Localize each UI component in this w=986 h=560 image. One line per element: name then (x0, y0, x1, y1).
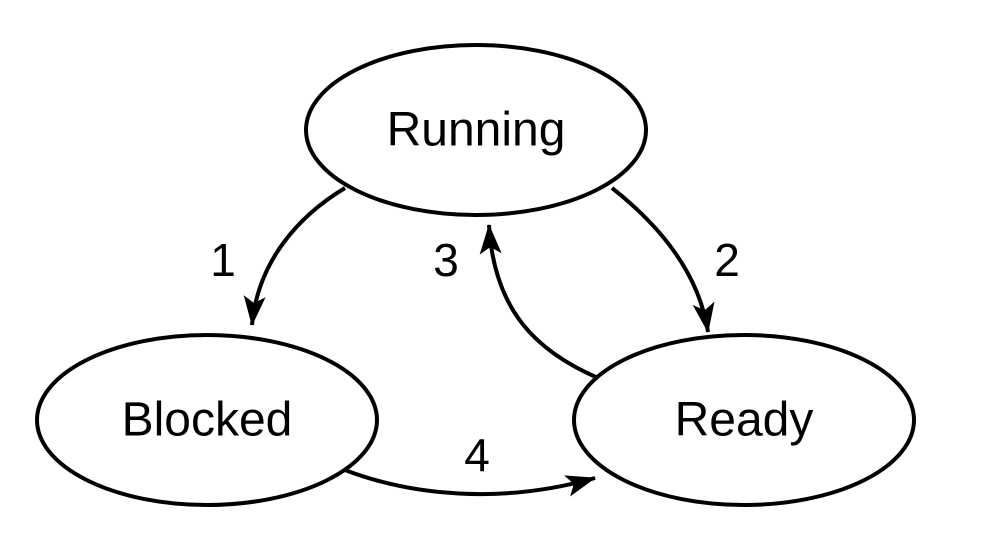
state-blocked: Blocked (35, 333, 379, 507)
transition-1-arrow (243, 186, 347, 326)
transition-2-arrow (610, 186, 715, 333)
transition-4-label: 4 (464, 429, 490, 481)
state-blocked-shape (35, 333, 379, 507)
transition-2-label: 2 (714, 234, 740, 286)
state-blocked-label: Blocked (122, 394, 293, 447)
transition-3-label: 3 (433, 234, 459, 286)
state-running-label: Running (387, 104, 566, 157)
transition-4-arrow (344, 468, 596, 497)
state-ready-shape (572, 333, 916, 507)
transition-3-arrow (479, 224, 599, 380)
state-running-shape (304, 43, 648, 217)
state-running: Running (304, 43, 648, 217)
state-ready: Ready (572, 333, 916, 507)
transition-1-label: 1 (210, 234, 236, 286)
state-ready-label: Ready (675, 394, 814, 447)
